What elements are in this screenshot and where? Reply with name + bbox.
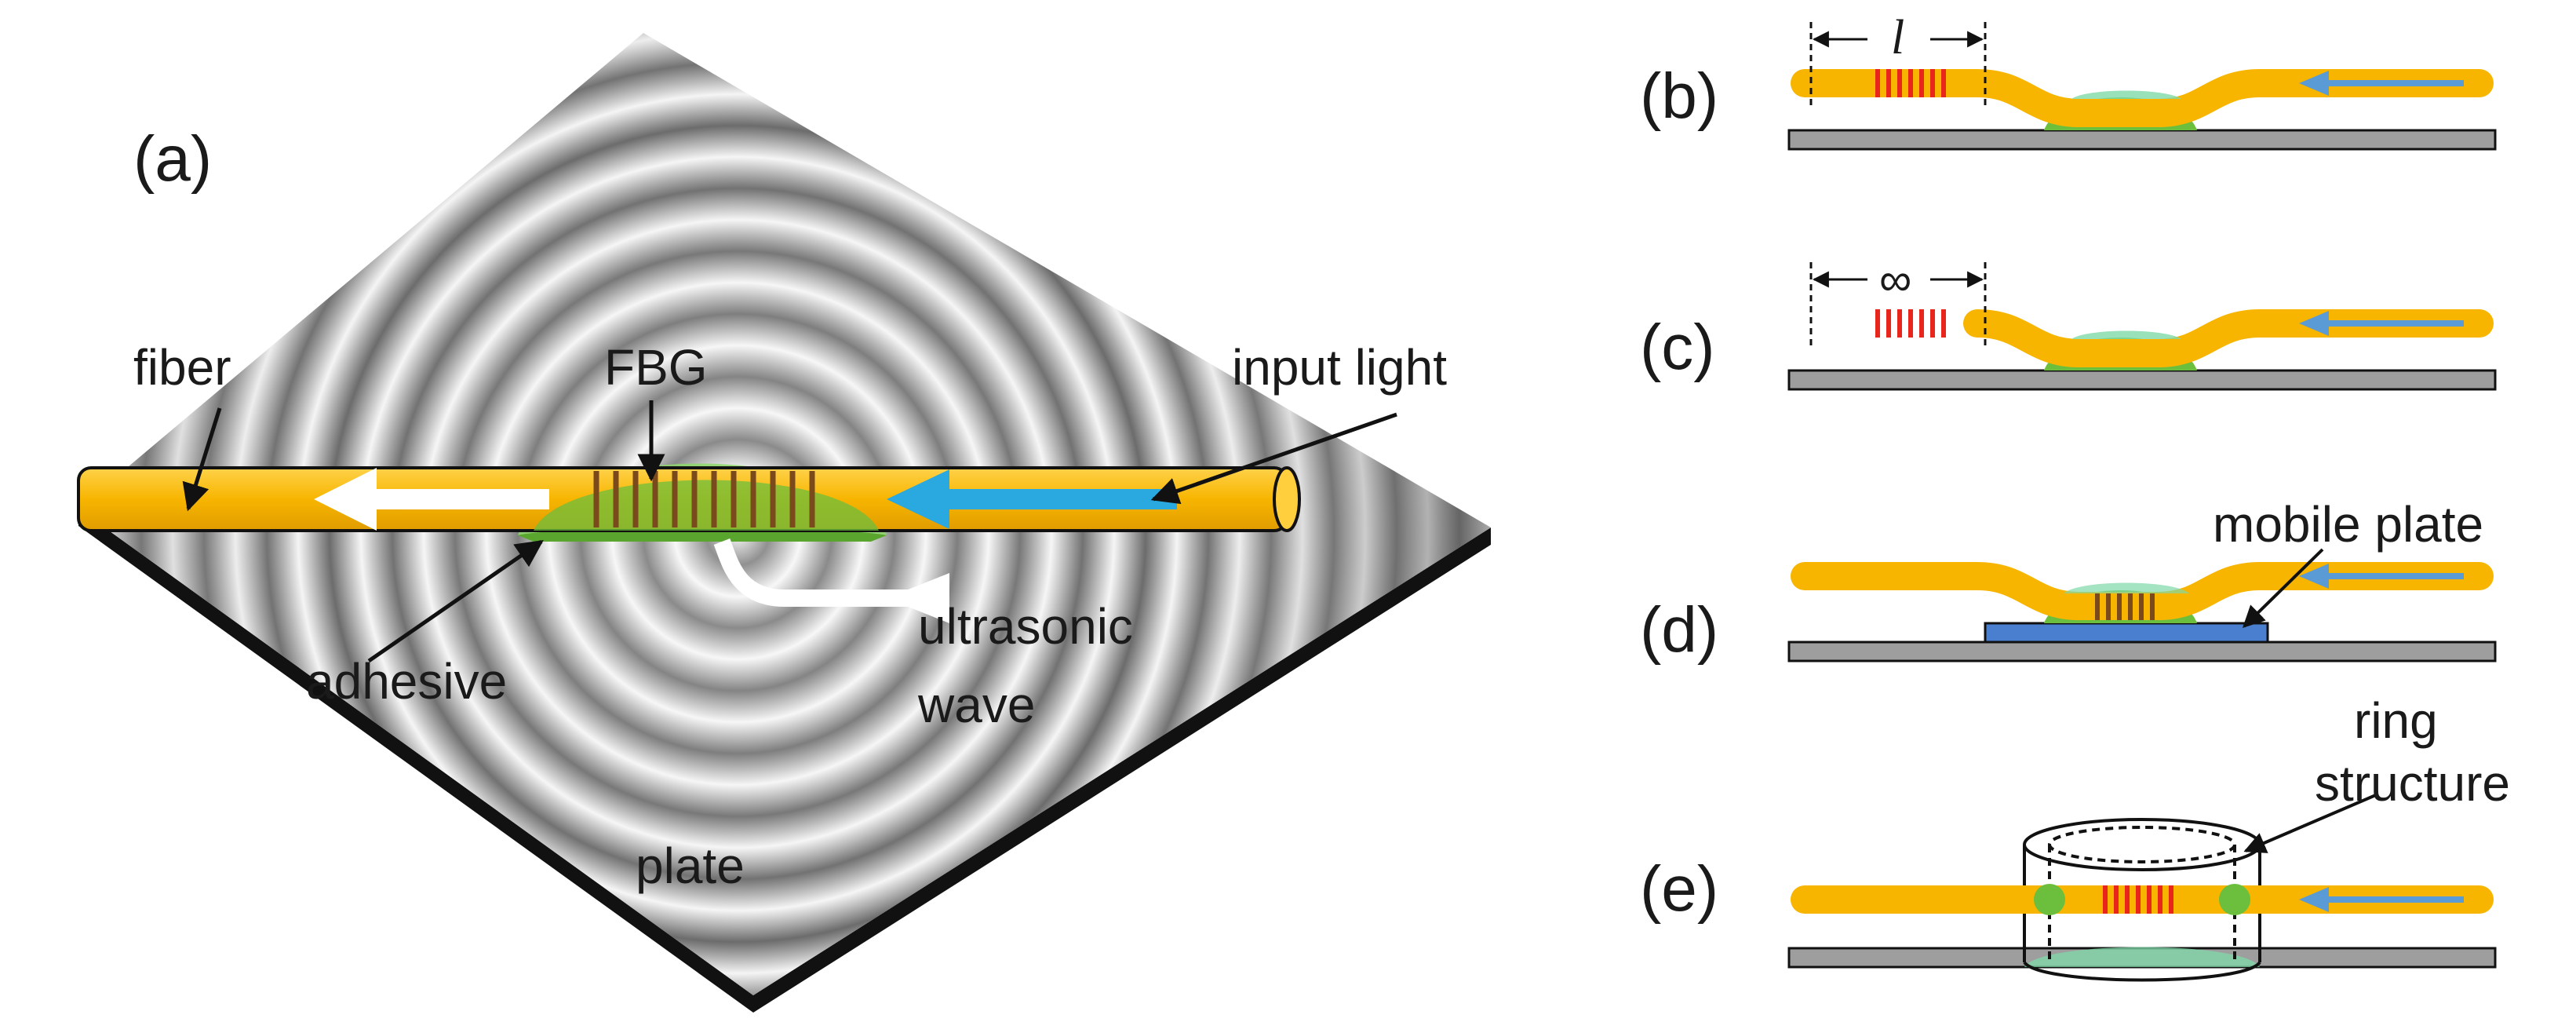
plate-b — [1787, 129, 2497, 151]
ring-label: ring — [2354, 692, 2438, 749]
length-label-c: ∞ — [1879, 254, 1911, 305]
panel-c: (c) ∞ — [1640, 254, 2497, 391]
adhesive-e-base — [2024, 947, 2260, 967]
grating-c — [1875, 309, 1946, 338]
fiber-c — [1963, 309, 2494, 367]
light-arrowhead-c — [2299, 311, 2329, 336]
plate-edge — [78, 509, 753, 1013]
adhesive-c-top — [2071, 330, 2181, 339]
mobile-plate-leader — [2243, 548, 2324, 628]
plate-label: plate — [636, 838, 745, 894]
panel-e-label: (e) — [1640, 853, 1718, 925]
adhesive-b-top — [2071, 90, 2181, 99]
mobile-plate — [1984, 622, 2269, 644]
panel-d-label: (d) — [1640, 594, 1718, 666]
grating-b — [1875, 69, 1946, 97]
plate-d — [1787, 641, 2497, 662]
structure-label: structure — [2315, 755, 2510, 812]
fbg-label: FBG — [604, 339, 708, 396]
panel-b: (b) l — [1640, 11, 2497, 151]
panel-c-label: (c) — [1640, 312, 1715, 383]
fiber-end-cap — [1273, 466, 1301, 532]
adhesive-e-left — [2034, 884, 2065, 915]
light-arrowhead-b — [2299, 71, 2329, 96]
light-arrowhead-d — [2299, 564, 2329, 589]
ultrasonic-wave-arrow — [713, 538, 942, 607]
wave-label: wave — [917, 677, 1035, 733]
fiber-label: fiber — [133, 339, 231, 396]
panel-a: (a) — [77, 33, 1491, 1013]
reflected-light-arrowhead — [314, 468, 377, 531]
length-label-b: l — [1891, 11, 1904, 64]
adhesive-d-top — [2064, 582, 2189, 593]
adhesive-label: adhesive — [306, 653, 507, 710]
ring-leader — [2243, 793, 2378, 853]
light-arrowhead-e — [2299, 887, 2329, 912]
panel-b-label: (b) — [1640, 60, 1718, 132]
ultrasonic-label: ultrasonic — [918, 598, 1133, 655]
grating-e — [2103, 885, 2173, 914]
fiber-b — [1791, 69, 2494, 127]
fbg-grating — [593, 471, 815, 527]
input-light-arrowhead — [887, 469, 949, 529]
adhesive-e-right — [2219, 884, 2250, 915]
input-light-label: input light — [1232, 339, 1447, 396]
adhesive-leader — [367, 539, 544, 663]
ultrasonic-wave-arrowhead — [887, 573, 949, 623]
fiber-leader — [182, 407, 222, 512]
panel-a-label: (a) — [133, 123, 212, 195]
grating-d — [2095, 593, 2155, 620]
plate-edge-right — [753, 527, 1491, 1013]
panel-d: (d) mobile plate — [1640, 496, 2497, 666]
plate-c — [1787, 369, 2497, 391]
input-light-leader — [1150, 412, 1397, 505]
panel-e: (e) ring structure — [1640, 692, 2510, 982]
mobile-plate-label: mobile plate — [2213, 496, 2483, 553]
